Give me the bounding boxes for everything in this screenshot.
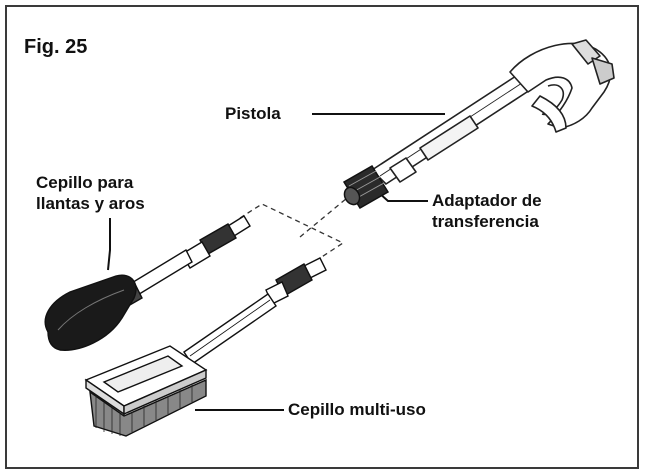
label-adaptador: Adaptador de transferencia bbox=[432, 190, 542, 232]
label-cepillo-llantas-line1: Cepillo para bbox=[36, 173, 134, 192]
label-adaptador-line2: transferencia bbox=[432, 212, 539, 231]
label-pistola: Pistola bbox=[225, 104, 281, 123]
label-cepillo-multi: Cepillo multi-uso bbox=[288, 400, 426, 419]
leader-line-cepillo-llantas bbox=[107, 218, 111, 271]
label-cepillo-llantas: Cepillo para llantas y aros bbox=[36, 172, 145, 214]
pistola-gun bbox=[371, 39, 615, 185]
assembly-guide-lines bbox=[239, 197, 348, 263]
label-adaptador-line1: Adaptador de bbox=[432, 191, 542, 210]
label-cepillo-llantas-line2: llantas y aros bbox=[36, 194, 145, 213]
figure-title: Fig. 25 bbox=[24, 36, 88, 58]
adaptador-transferencia bbox=[342, 164, 390, 210]
cepillo-multi-brush bbox=[84, 257, 327, 437]
cepillo-llantas-brush bbox=[44, 215, 251, 351]
